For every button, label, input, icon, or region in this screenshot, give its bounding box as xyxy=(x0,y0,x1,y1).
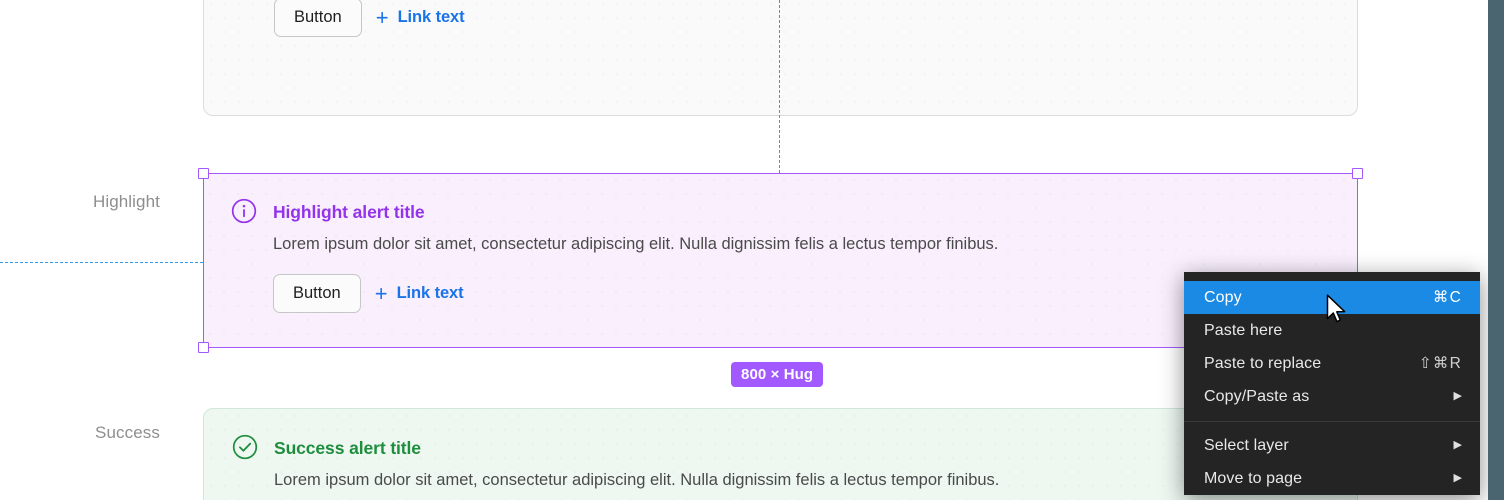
alert-card-highlight[interactable]: Highlight alert title Lorem ipsum dolor … xyxy=(203,173,1358,348)
alert-button[interactable]: Button xyxy=(274,0,362,37)
menu-item-select-layer[interactable]: Select layer ▶ xyxy=(1184,429,1480,462)
submenu-arrow-icon: ▶ xyxy=(1453,439,1462,451)
alert-card-success[interactable]: Success alert title Lorem ipsum dolor si… xyxy=(203,408,1358,500)
alert-title: Highlight alert title xyxy=(273,202,425,222)
alert-content: Highlight alert title Lorem ipsum dolor … xyxy=(203,173,1358,339)
menu-item-label: Paste to replace xyxy=(1204,354,1322,372)
alert-body: Lorem ipsum dolor sit amet, consectetur … xyxy=(274,0,1329,37)
menu-item-label: Copy xyxy=(1204,288,1242,306)
submenu-arrow-icon: ▶ xyxy=(1453,472,1462,484)
alert-title: Success alert title xyxy=(274,438,421,458)
alert-description: Lorem ipsum dolor sit amet, consectetur … xyxy=(273,235,999,253)
menu-item-shortcut: ⇧⌘R xyxy=(1418,355,1462,372)
alignment-guide-vertical xyxy=(779,0,780,173)
plus-icon: + xyxy=(374,280,388,306)
plus-icon: + xyxy=(375,4,389,30)
size-badge: 800 × Hug xyxy=(731,362,824,387)
alert-header: Success alert title Lorem ipsum dolor si… xyxy=(232,434,1329,500)
menu-item-label: Paste here xyxy=(1204,321,1283,339)
info-circle-icon xyxy=(231,198,257,224)
alert-actions: Button + Link text xyxy=(274,0,1329,37)
alert-card-neutral[interactable]: Lorem ipsum dolor sit amet, consectetur … xyxy=(203,0,1358,116)
menu-item-copy-paste-as[interactable]: Copy/Paste as ▶ xyxy=(1184,380,1480,413)
menu-item-copy[interactable]: Copy ⌘C xyxy=(1184,281,1480,314)
menu-item-paste-here[interactable]: Paste here xyxy=(1184,314,1480,347)
row-label-highlight: Highlight xyxy=(92,192,160,211)
alert-link-label: Link text xyxy=(396,284,464,302)
alert-link-label: Link text xyxy=(397,8,465,26)
menu-item-label: Copy/Paste as xyxy=(1204,387,1310,405)
alignment-guide-horizontal xyxy=(0,262,203,263)
right-panel-edge-strip xyxy=(1488,0,1504,500)
alert-link[interactable]: + Link text xyxy=(375,4,465,30)
context-menu[interactable]: Copy ⌘C Paste here Paste to replace ⇧⌘R … xyxy=(1184,272,1480,495)
alert-actions: Button + Link text xyxy=(273,274,1330,313)
row-label-success: Success xyxy=(95,423,160,442)
menu-separator xyxy=(1184,421,1480,422)
alert-description: Lorem ipsum dolor sit amet, consectetur … xyxy=(274,471,1000,489)
submenu-arrow-icon: ▶ xyxy=(1453,390,1462,402)
menu-item-label: Move to page xyxy=(1204,469,1303,487)
menu-item-shortcut: ⌘C xyxy=(1432,289,1462,306)
alert-body: Highlight alert title Lorem ipsum dolor … xyxy=(273,199,1330,313)
alert-content: Lorem ipsum dolor sit amet, consectetur … xyxy=(204,0,1357,63)
alert-content: Success alert title Lorem ipsum dolor si… xyxy=(204,409,1357,500)
check-circle-icon xyxy=(232,434,258,460)
alert-button[interactable]: Button xyxy=(273,274,361,313)
menu-item-paste-to-replace[interactable]: Paste to replace ⇧⌘R xyxy=(1184,347,1480,380)
alert-body: Success alert title Lorem ipsum dolor si… xyxy=(274,435,1329,500)
menu-item-label: Select layer xyxy=(1204,436,1289,454)
alert-header: Highlight alert title Lorem ipsum dolor … xyxy=(231,198,1330,313)
menu-item-move-to-page[interactable]: Move to page ▶ xyxy=(1184,462,1480,495)
alert-header: Lorem ipsum dolor sit amet, consectetur … xyxy=(232,0,1329,37)
alert-link[interactable]: + Link text xyxy=(374,280,464,306)
